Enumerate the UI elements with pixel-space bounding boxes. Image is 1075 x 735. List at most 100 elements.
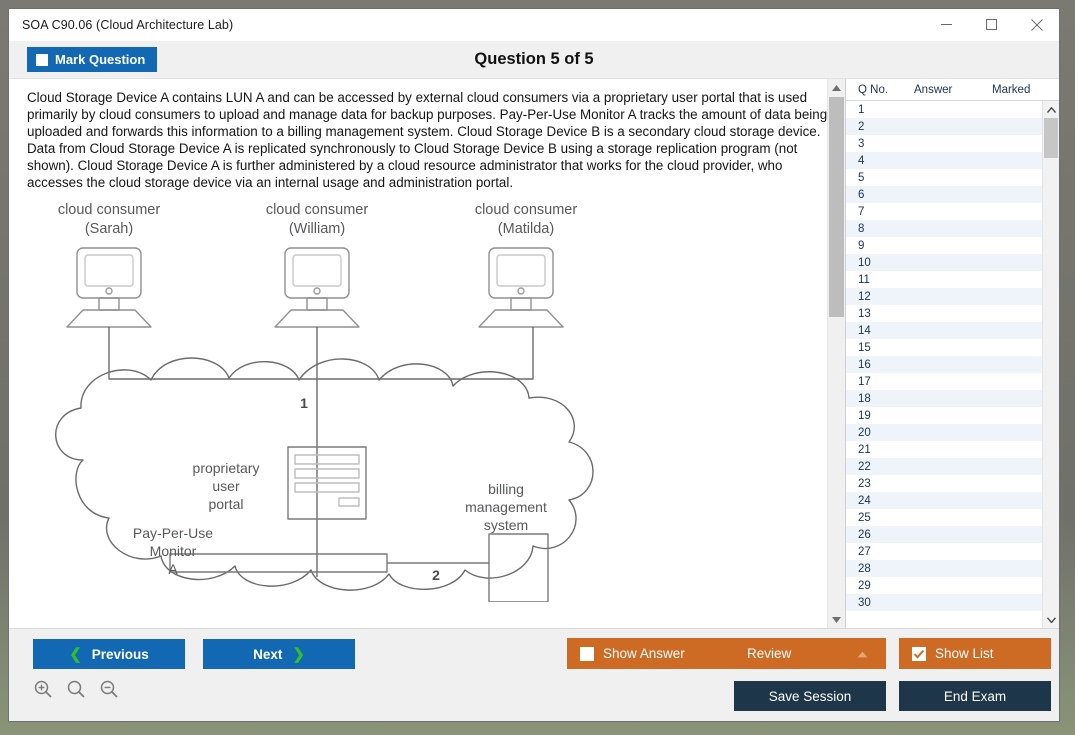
list-scroll-thumb[interactable] bbox=[1044, 118, 1058, 158]
content-scrollbar[interactable] bbox=[827, 79, 845, 628]
table-row[interactable]: 24 bbox=[846, 492, 1059, 509]
previous-label: Previous bbox=[91, 646, 149, 662]
chevron-down-icon bbox=[832, 616, 841, 623]
close-button[interactable] bbox=[1014, 9, 1059, 40]
chevron-up-icon bbox=[832, 84, 841, 91]
table-row[interactable]: 26 bbox=[846, 526, 1059, 543]
consumer-label-william-role: cloud consumer bbox=[266, 202, 369, 218]
table-row[interactable]: 3 bbox=[846, 135, 1059, 152]
question-list-header: Q No. Answer Marked bbox=[846, 79, 1059, 101]
content-scroll-thumb[interactable] bbox=[829, 97, 844, 317]
zoom-in-icon[interactable] bbox=[33, 679, 53, 704]
table-row[interactable]: 4 bbox=[846, 152, 1059, 169]
exam-window: SOA C90.06 (Cloud Architecture Lab) bbox=[8, 8, 1060, 722]
cell-question-number: 16 bbox=[858, 358, 871, 371]
table-row[interactable]: 18 bbox=[846, 390, 1059, 407]
consumer-label-sarah-role: cloud consumer bbox=[58, 202, 161, 218]
previous-button[interactable]: ❮ Previous bbox=[33, 639, 185, 669]
save-session-button[interactable]: Save Session bbox=[734, 681, 886, 711]
billing-label-3: system bbox=[484, 517, 528, 533]
cell-question-number: 3 bbox=[858, 137, 865, 150]
zoom-out-icon[interactable] bbox=[99, 679, 119, 704]
column-header-marked: Marked bbox=[992, 83, 1031, 96]
page-title: Question 5 of 5 bbox=[474, 50, 594, 68]
table-row[interactable]: 1 bbox=[846, 101, 1059, 118]
review-label: Review bbox=[747, 646, 792, 661]
caret-up-icon bbox=[857, 646, 868, 661]
table-row[interactable]: 30 bbox=[846, 594, 1059, 611]
next-button[interactable]: Next ❯ bbox=[203, 639, 355, 669]
footer-toolbar: ❮ Previous Next ❯ bbox=[9, 628, 1059, 721]
chevron-left-icon: ❮ bbox=[69, 645, 82, 663]
maximize-icon bbox=[986, 19, 997, 30]
minimize-button[interactable] bbox=[924, 9, 969, 40]
consumer-label-matilda-name: (Matilda) bbox=[498, 221, 554, 237]
zoom-controls bbox=[33, 679, 119, 704]
table-row[interactable]: 25 bbox=[846, 509, 1059, 526]
cell-question-number: 14 bbox=[858, 324, 871, 337]
show-answer-label: Show Answer bbox=[603, 646, 685, 661]
consumer-label-sarah-name: (Sarah) bbox=[85, 221, 133, 237]
maximize-button[interactable] bbox=[969, 9, 1014, 40]
list-scroll-up-button[interactable] bbox=[1043, 101, 1059, 118]
column-header-answer: Answer bbox=[914, 83, 953, 96]
body: Cloud Storage Device A contains LUN A an… bbox=[9, 79, 1059, 628]
list-scroll-down-button[interactable] bbox=[1043, 611, 1059, 628]
table-row[interactable]: 15 bbox=[846, 339, 1059, 356]
show-answer-checkbox-icon bbox=[580, 646, 594, 661]
cell-question-number: 10 bbox=[858, 256, 871, 269]
table-row[interactable]: 22 bbox=[846, 458, 1059, 475]
content-scroll-down-button[interactable] bbox=[828, 611, 845, 628]
cell-question-number: 17 bbox=[858, 375, 871, 388]
cell-question-number: 18 bbox=[858, 392, 871, 405]
window-title: SOA C90.06 (Cloud Architecture Lab) bbox=[22, 17, 234, 32]
mark-question-button[interactable]: Mark Question bbox=[27, 47, 158, 72]
table-row[interactable]: 29 bbox=[846, 577, 1059, 594]
table-row[interactable]: 11 bbox=[846, 271, 1059, 288]
table-row[interactable]: 7 bbox=[846, 203, 1059, 220]
workstation-icon-sarah bbox=[66, 246, 152, 328]
cell-question-number: 24 bbox=[858, 494, 871, 507]
question-content-area: Cloud Storage Device A contains LUN A an… bbox=[9, 79, 845, 628]
mark-question-checkbox-icon bbox=[36, 53, 48, 66]
table-row[interactable]: 2 bbox=[846, 118, 1059, 135]
table-row[interactable]: 9 bbox=[846, 237, 1059, 254]
cell-question-number: 25 bbox=[858, 511, 871, 524]
cell-question-number: 2 bbox=[858, 120, 865, 133]
list-scrollbar[interactable] bbox=[1042, 101, 1059, 628]
billing-label-2: management bbox=[465, 499, 547, 515]
table-row[interactable]: 8 bbox=[846, 220, 1059, 237]
table-row[interactable]: 27 bbox=[846, 543, 1059, 560]
cell-question-number: 20 bbox=[858, 426, 871, 439]
table-row[interactable]: 21 bbox=[846, 441, 1059, 458]
workstation-icon-william bbox=[274, 246, 360, 328]
table-row[interactable]: 14 bbox=[846, 322, 1059, 339]
table-row[interactable]: 28 bbox=[846, 560, 1059, 577]
cloud-architecture-diagram: cloud consumer (Sarah) cloud consumer (W… bbox=[55, 202, 594, 602]
close-icon bbox=[1030, 18, 1043, 31]
show-list-button[interactable]: Show List bbox=[899, 638, 1051, 669]
table-row[interactable]: 6 bbox=[846, 186, 1059, 203]
cell-question-number: 12 bbox=[858, 290, 871, 303]
cell-question-number: 4 bbox=[858, 154, 865, 167]
table-row[interactable]: 12 bbox=[846, 288, 1059, 305]
show-answer-button[interactable]: Show Answer bbox=[567, 638, 740, 669]
window-controls bbox=[924, 9, 1059, 40]
table-row[interactable]: 19 bbox=[846, 407, 1059, 424]
review-dropdown[interactable]: Review bbox=[734, 638, 886, 669]
cell-question-number: 15 bbox=[858, 341, 871, 354]
table-row[interactable]: 10 bbox=[846, 254, 1059, 271]
table-row[interactable]: 5 bbox=[846, 169, 1059, 186]
content-scroll-up-button[interactable] bbox=[828, 79, 845, 96]
end-exam-button[interactable]: End Exam bbox=[899, 681, 1051, 711]
workstation-icon-matilda bbox=[478, 246, 564, 328]
table-row[interactable]: 17 bbox=[846, 373, 1059, 390]
cell-question-number: 23 bbox=[858, 477, 871, 490]
cell-question-number: 22 bbox=[858, 460, 871, 473]
table-row[interactable]: 13 bbox=[846, 305, 1059, 322]
table-row[interactable]: 20 bbox=[846, 424, 1059, 441]
zoom-reset-icon[interactable] bbox=[66, 679, 86, 704]
table-row[interactable]: 16 bbox=[846, 356, 1059, 373]
table-row[interactable]: 23 bbox=[846, 475, 1059, 492]
connector-number-1: 1 bbox=[300, 395, 308, 411]
